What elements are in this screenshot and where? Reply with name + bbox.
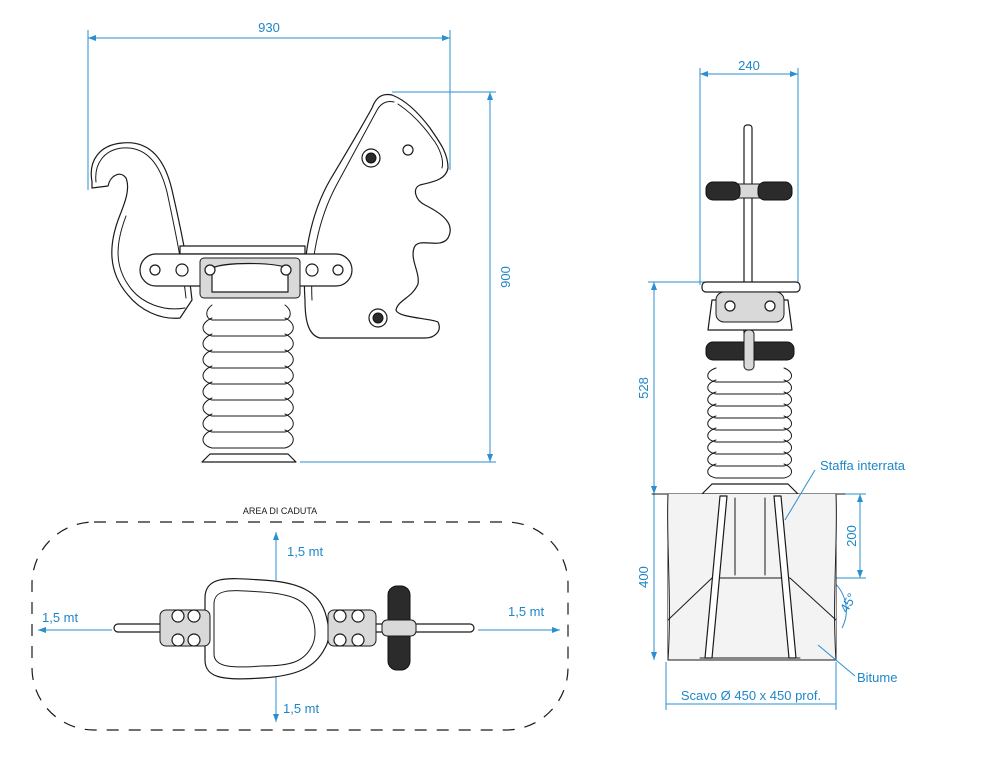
fall-area-right: 1,5 mt: [508, 604, 545, 619]
front-view: 240 528 400 200 45°: [636, 58, 906, 710]
dim-angle-45: 45°: [837, 590, 860, 615]
label-scavo: Scavo Ø 450 x 450 prof.: [681, 688, 821, 703]
bolts-right: [327, 609, 377, 647]
fall-area-title: AREA DI CADUTA: [243, 506, 317, 516]
dim-width-240: 240: [738, 58, 760, 73]
seat-bar: [139, 245, 353, 299]
label-staffa-interrata: Staffa interrata: [820, 458, 906, 473]
eye-hole: [402, 144, 414, 156]
spring: [201, 304, 297, 463]
label-bitume: Bitume: [857, 670, 897, 685]
fall-area-top: 1,5 mt: [287, 544, 324, 559]
dim-depth-200: 200: [844, 525, 859, 547]
handle-grip-left: [705, 181, 741, 201]
squirrel-body: [303, 93, 451, 339]
fall-area-bottom: 1,5 mt: [283, 701, 320, 716]
dim-height-528: 528: [636, 377, 651, 399]
seat-plan: [204, 578, 330, 680]
fall-area-outline: [31, 521, 569, 731]
spring-front: [701, 367, 799, 495]
fall-area-left: 1,5 mt: [42, 610, 79, 625]
bolts-left: [159, 609, 211, 647]
squirrel-tail: [90, 142, 193, 319]
dim-height-900: 900: [498, 266, 513, 288]
handle-grip-right: [757, 181, 793, 201]
dim-depth-400: 400: [636, 566, 651, 588]
side-view: 930 900: [87, 20, 513, 463]
top-view: AREA DI CADUTA 1,5 mt 1,5 mt 1,5 mt 1,5 …: [31, 506, 569, 731]
dim-width-930: 930: [258, 20, 280, 35]
